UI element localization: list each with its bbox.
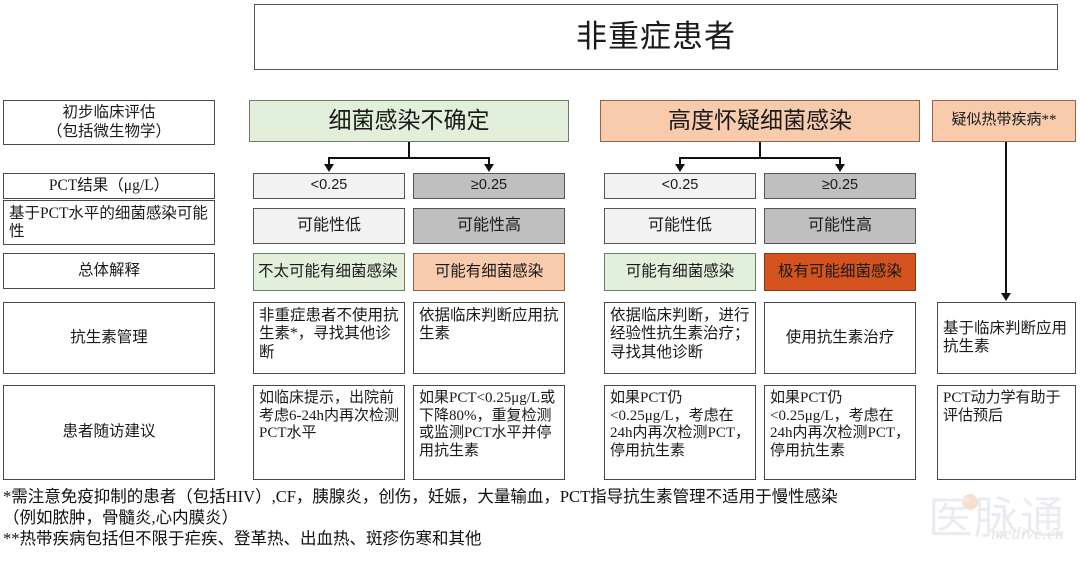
group-header-uncertain-infection: 细菌感染不确定: [249, 100, 569, 142]
connector-suspected-stem: [759, 142, 761, 159]
group-header-tropical-disease: 疑似热带疾病**: [932, 100, 1076, 142]
connector-suspected-bar: [679, 157, 841, 159]
probability-uncertain-low: 可能性低: [253, 208, 405, 244]
arrowhead-suspected-low: [675, 164, 685, 172]
row-label-probability: 基于PCT水平的细菌感染可能性: [3, 200, 215, 245]
row-label-overall-interpretation: 总体解释: [3, 253, 215, 289]
connector-suspected-left-drop: [679, 157, 681, 165]
interpretation-suspected-low: 可能有细菌感染: [604, 253, 756, 291]
arrowhead-tropical: [1001, 293, 1011, 301]
group-header-suspected-infection: 高度怀疑细菌感染: [600, 100, 920, 142]
row-label-antibiotic-management: 抗生素管理: [3, 302, 215, 374]
footnote-line-2: （例如脓肿，骨髓炎,心内膜炎）: [3, 508, 239, 528]
probability-uncertain-high: 可能性高: [413, 208, 565, 244]
connector-uncertain-right-drop: [488, 157, 490, 165]
interpretation-uncertain-low: 不太可能有细菌感染: [253, 253, 405, 291]
probability-suspected-high: 可能性高: [764, 208, 916, 244]
footnote-line-3: **热带疾病包括但不限于疟疾、登革热、出血热、斑疹伤寒和其他: [3, 529, 482, 549]
probability-suspected-low: 可能性低: [604, 208, 756, 244]
arrowhead-suspected-high: [835, 164, 845, 172]
threshold-uncertain-high: ≥0.25: [413, 173, 565, 199]
antibiotic-uncertain-low: 非重症患者不使用抗生素*，寻找其他诊断: [253, 302, 405, 374]
antibiotic-suspected-high: 使用抗生素治疗: [764, 302, 916, 374]
connector-uncertain-left-drop: [328, 157, 330, 165]
connector-tropical-stem: [1005, 142, 1007, 294]
connector-suspected-right-drop: [839, 157, 841, 165]
connector-uncertain-bar: [328, 157, 490, 159]
row-label-followup-advice: 患者随访建议: [3, 385, 215, 480]
connector-uncertain-stem: [408, 142, 410, 159]
followup-suspected-low: 如果PCT仍<0.25μg/L，考虑在24h内再次检测PCT，停用抗生素: [604, 385, 756, 480]
arrowhead-uncertain-low: [324, 164, 334, 172]
row-label-initial-line2: （包括微生物学）: [46, 122, 171, 140]
threshold-suspected-low: <0.25: [604, 173, 756, 199]
interpretation-uncertain-high: 可能有细菌感染: [413, 253, 565, 291]
row-label-initial-assessment: 初步临床评估 （包括微生物学）: [3, 100, 215, 145]
followup-uncertain-low: 如临床提示，出院前考虑6-24h内再次检测PCT水平: [253, 385, 405, 480]
row-label-initial-line1: 初步临床评估: [62, 104, 156, 122]
followup-suspected-high: 如果PCT仍<0.25μg/L，考虑在24h内再次检测PCT，停用抗生素: [764, 385, 916, 480]
followup-tropical: PCT动力学有助于评估预后: [937, 385, 1076, 480]
chart-title: 非重症患者: [254, 4, 1058, 70]
footnote-line-1: *需注意免疫抑制的患者（包括HIV）,CF，胰腺炎，创伤，妊娠，大量输血，PCT…: [3, 487, 838, 506]
threshold-suspected-high: ≥0.25: [764, 173, 916, 199]
interpretation-suspected-high: 极有可能细菌感染: [764, 253, 916, 291]
antibiotic-suspected-low: 依据临床判断，进行经验性抗生素治疗；寻找其他诊断: [604, 302, 756, 374]
arrowhead-uncertain-high: [484, 164, 494, 172]
footnotes: *需注意免疫抑制的患者（包括HIV）,CF，胰腺炎，创伤，妊娠，大量输血，PCT…: [3, 486, 1077, 549]
antibiotic-uncertain-high: 依据临床判断应用抗生素: [413, 302, 565, 374]
antibiotic-tropical: 基于临床判断应用抗生素: [937, 302, 1076, 374]
followup-uncertain-high: 如果PCT<0.25μg/L或下降80%，重复检测或监测PCT水平并停用抗生素: [413, 385, 565, 480]
row-label-pct-result: PCT结果（μg/L）: [3, 173, 215, 199]
threshold-uncertain-low: <0.25: [253, 173, 405, 199]
